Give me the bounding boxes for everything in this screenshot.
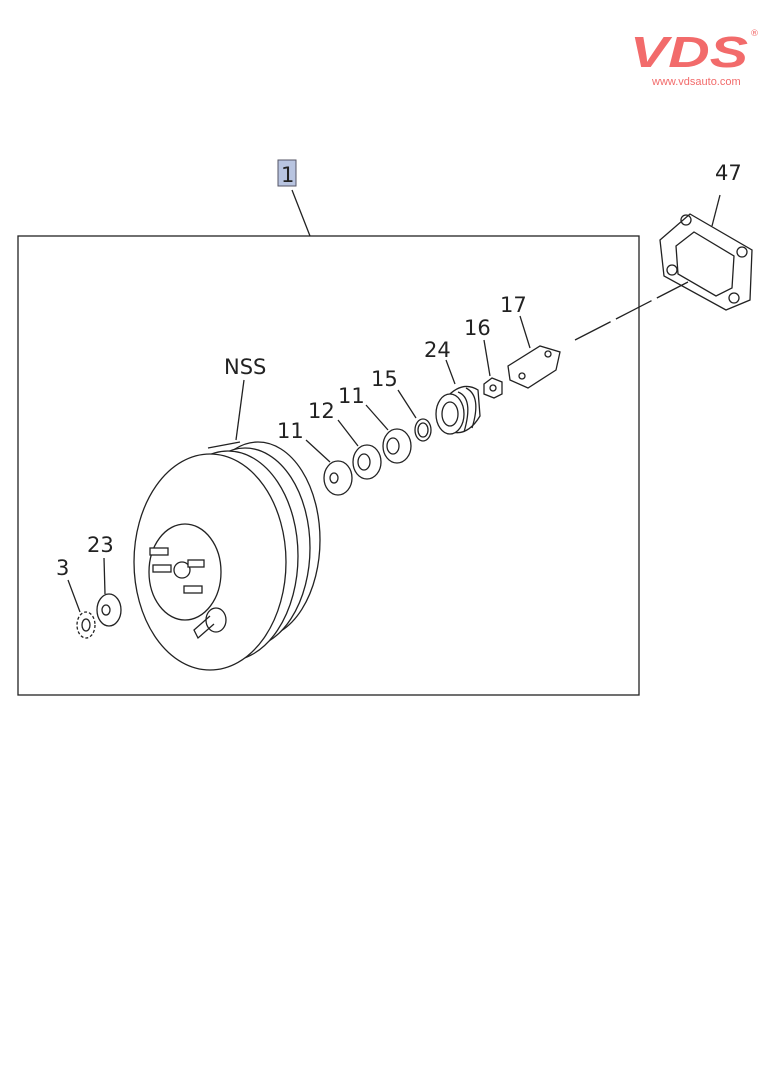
label-11a: 11 xyxy=(277,419,304,443)
brake-booster-part[interactable] xyxy=(133,441,321,671)
svg-text:®: ® xyxy=(750,29,759,39)
label-15: 15 xyxy=(371,367,398,391)
vds-logo: VDS ® www.vdsauto.com xyxy=(630,28,759,88)
nut-part[interactable] xyxy=(483,377,503,399)
label-12: 12 xyxy=(308,399,335,423)
ring-23-part[interactable] xyxy=(96,593,122,627)
clevis-part[interactable] xyxy=(507,345,561,389)
washer-15-part[interactable] xyxy=(414,418,432,442)
seal-12-part[interactable] xyxy=(352,444,382,480)
svg-text:VDS: VDS xyxy=(630,28,748,77)
assembly-label-box[interactable] xyxy=(277,159,297,187)
boot-part[interactable] xyxy=(435,385,481,435)
label-11b: 11 xyxy=(338,384,365,408)
seal-11a-part[interactable] xyxy=(323,460,353,496)
label-24: 24 xyxy=(424,338,451,362)
lock-washer-part[interactable] xyxy=(76,611,96,639)
label-3: 3 xyxy=(56,556,69,580)
bracket-part[interactable] xyxy=(574,194,753,341)
seal-11b-part[interactable] xyxy=(382,428,412,464)
logo-url: www.vdsauto.com xyxy=(651,76,741,88)
label-47: 47 xyxy=(715,161,742,185)
label-16: 16 xyxy=(464,316,491,340)
assembly-label[interactable]: 1 xyxy=(281,163,294,187)
label-nss: NSS xyxy=(224,355,266,379)
label-17: 17 xyxy=(500,293,527,317)
assembly-frame xyxy=(17,235,640,696)
label-23: 23 xyxy=(87,533,114,557)
